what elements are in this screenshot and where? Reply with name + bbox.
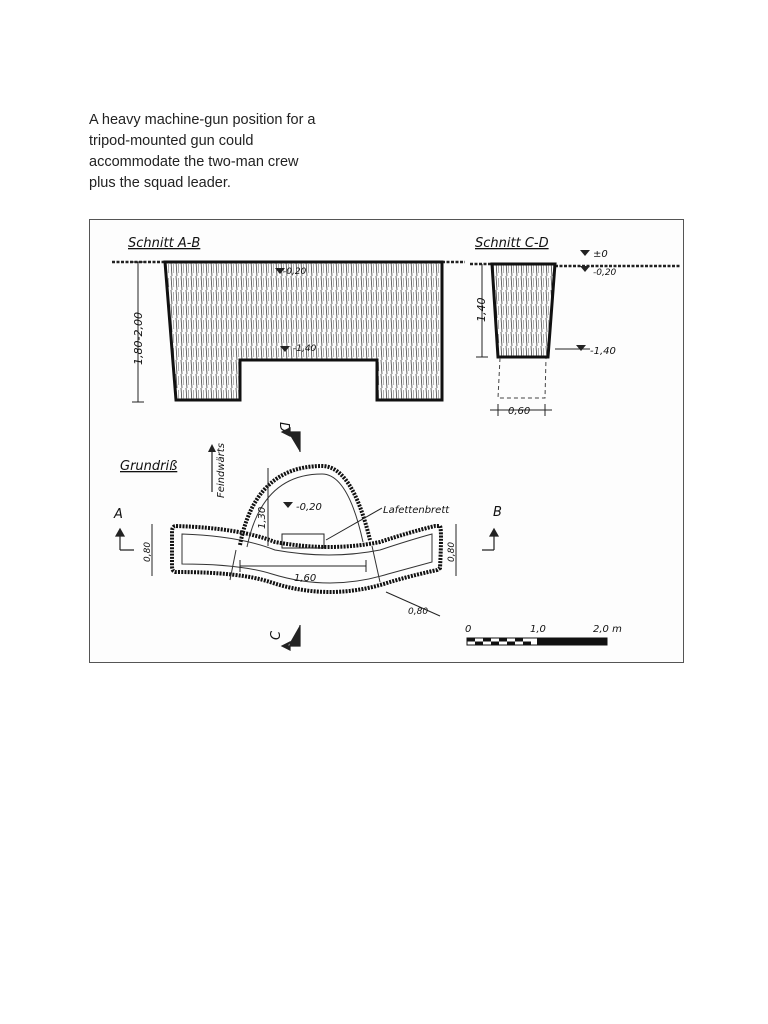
caption-line: accommodate the two-man crew [89, 154, 299, 170]
plan-level-label: -0,20 [296, 502, 322, 513]
level-marker-icon [280, 346, 290, 352]
level-marker-icon [283, 502, 293, 508]
cut-b-arrow-icon [482, 527, 500, 551]
cd-level-top-label: -0,20 [593, 268, 617, 278]
trench-outline [170, 523, 443, 594]
caption-line: A heavy machine-gun position for a [89, 112, 316, 128]
gun-niche [238, 463, 372, 546]
level-marker-icon [580, 266, 590, 272]
technical-drawing: Schnitt A-B 1,80-2,00 -0,20 -1,40 Schnit… [89, 219, 684, 663]
section-cd-title: Schnitt C-D [475, 236, 549, 251]
cut-d-label: D [276, 422, 291, 432]
cut-a-arrow-icon [114, 527, 134, 551]
plan-depth-label: 1,30 [257, 507, 268, 529]
cut-b-label: B [493, 505, 502, 520]
plan-width-label: 1,60 [294, 573, 316, 584]
arrow-up-icon [208, 444, 216, 452]
cd-level-floor-label: -1,40 [590, 346, 616, 357]
plan-view: Grundriß Feindwärts -0,20 Lafettenbrett … [113, 422, 502, 651]
caption-line: plus the squad leader. [89, 175, 231, 191]
plan-title: Grundriß [120, 459, 177, 474]
figure-caption: A heavy machine-gun position for a tripo… [89, 110, 379, 194]
level-marker-icon [275, 268, 285, 274]
caption-line: tripod-mounted gun could [89, 133, 254, 149]
direction-label: Feindwärts [216, 443, 227, 498]
level-marker-icon [576, 345, 586, 351]
trench-section-cd [490, 262, 557, 359]
scale-tick-label: 0 [465, 624, 471, 635]
cut-c-arrow-icon [280, 625, 301, 651]
drawing-svg: Schnitt A-B 1,80-2,00 -0,20 -1,40 Schnit… [112, 236, 680, 651]
deepening-outline [497, 357, 547, 399]
section-ab: Schnitt A-B 1,80-2,00 -0,20 -1,40 [112, 236, 465, 403]
section-ab-title: Schnitt A-B [128, 236, 200, 251]
section-cd: Schnitt C-D 1,40 ±0 -0,20 -1,40 0,60 [470, 236, 680, 417]
plan-left-label: 0,80 [143, 542, 153, 562]
cut-d-arrow-icon [280, 427, 301, 452]
cut-c-label: C [269, 630, 284, 640]
plan-right-label: 0,80 [447, 542, 457, 562]
level-zero-label: ±0 [593, 249, 608, 260]
plan-arm-label: 0,80 [408, 607, 428, 617]
level-marker-icon [580, 250, 590, 256]
scale-tick-label: 2,0 m [593, 624, 622, 635]
scale-tick-label: 1,0 [530, 624, 546, 635]
cut-a-label: A [113, 507, 123, 522]
scale-bar: 0 1,0 2,0 m [465, 624, 622, 646]
level-top-label: -0,20 [283, 267, 307, 277]
board-label: Lafettenbrett [383, 505, 450, 516]
level-floor-label: -1,40 [293, 344, 317, 354]
cd-depth-label: 1,40 [475, 298, 488, 323]
gun-board [281, 533, 325, 549]
trench-section-ab [163, 260, 444, 402]
depth-label: 1,80-2,00 [132, 312, 145, 365]
cd-width-label: 0,60 [508, 406, 530, 417]
